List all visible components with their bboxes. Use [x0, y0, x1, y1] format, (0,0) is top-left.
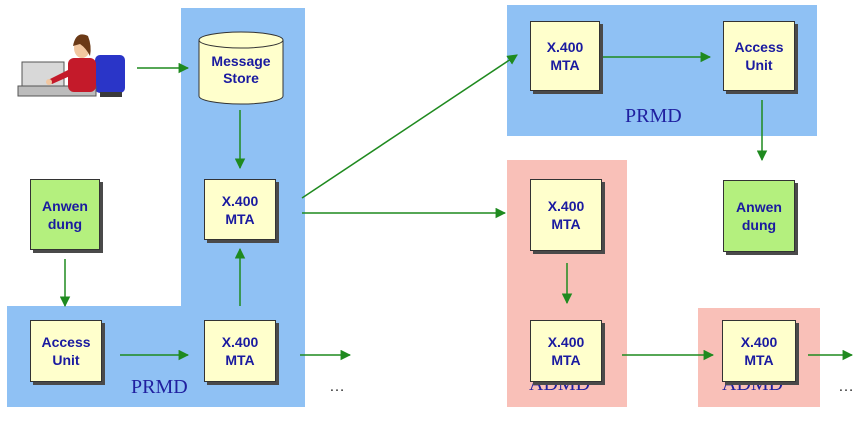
anwendung-right-node: Anwen dung	[723, 180, 795, 252]
message-store-icon	[198, 31, 284, 105]
person-at-computer-icon	[17, 34, 125, 97]
mta-admd1-top-node: X.400 MTA	[530, 179, 602, 251]
ellipsis-left: …	[329, 378, 345, 395]
arrow-mta-to-prmd-right	[301, 54, 518, 199]
access-unit-right-node: Access Unit	[723, 21, 795, 91]
message-store-label: Message Store	[211, 53, 271, 86]
mta-prmd-right-node: X.400 MTA	[530, 21, 600, 91]
ellipsis-right: …	[838, 378, 854, 395]
prmd-left-label: PRMD	[131, 376, 188, 398]
mta-admd2-node: X.400 MTA	[722, 320, 796, 382]
arrows	[59, 51, 854, 361]
mta-main-node: X.400 MTA	[204, 179, 276, 240]
prmd-right-label: PRMD	[625, 105, 682, 127]
access-unit-left-node: Access Unit	[30, 320, 102, 382]
anwendung-left-node: Anwen dung	[30, 179, 100, 250]
mta-bottom-left-node: X.400 MTA	[204, 320, 276, 382]
mta-admd1-bottom-node: X.400 MTA	[530, 320, 602, 382]
